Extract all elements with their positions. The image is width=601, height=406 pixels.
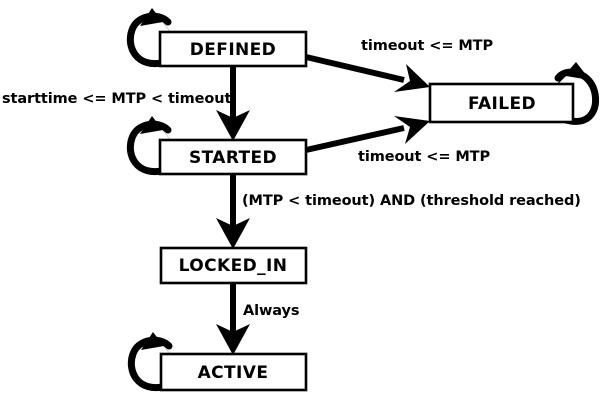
arrowhead-started-self [140, 116, 178, 150]
edge-label-locked-in-to-active: Always [243, 303, 299, 319]
state-label-defined: DEFINED [190, 40, 276, 60]
edge-label-defined-to-failed: timeout <= MTP [361, 38, 493, 54]
arrowhead-started-to-failed [394, 116, 430, 144]
edge-label-started-to-failed: timeout <= MTP [358, 149, 490, 165]
arrowhead-defined-self [140, 8, 178, 42]
edge-label-defined-to-started: starttime <= MTP < timeout [2, 91, 231, 107]
state-box-failed[interactable] [428, 82, 575, 124]
arrowhead-active-self [141, 332, 179, 366]
edge-defined-to-started [216, 66, 250, 141]
state-box-active[interactable] [159, 352, 308, 392]
state-label-failed: FAILED [468, 94, 536, 114]
state-node-defined[interactable]: DEFINED [158, 30, 308, 68]
edge-defined-self-loop [126, 8, 178, 68]
state-node-active[interactable]: ACTIVE [159, 352, 308, 392]
edge-started-self-loop [126, 116, 178, 176]
arrowhead-started-to-locked-in [216, 218, 250, 249]
state-label-started: STARTED [189, 148, 277, 168]
arrowhead-locked-in-to-active [216, 324, 250, 355]
edge-active-self-loop [127, 332, 179, 392]
state-box-started[interactable] [158, 138, 308, 176]
arrowhead-failed-self [548, 62, 590, 94]
state-label-active: ACTIVE [198, 363, 269, 383]
state-box-locked-in[interactable] [159, 246, 308, 285]
state-node-locked-in[interactable]: LOCKED_IN [159, 246, 308, 285]
edge-failed-self-loop [548, 62, 599, 125]
edge-defined-to-failed [305, 54, 430, 92]
edge-locked-in-to-active [216, 283, 250, 355]
edge-started-to-failed [305, 116, 430, 153]
edge-label-started-to-locked-in: (MTP < timeout) AND (threshold reached) [242, 193, 581, 209]
arrowhead-defined-to-started [216, 110, 250, 141]
edge-started-to-locked-in [216, 174, 250, 249]
arrowhead-defined-to-failed [394, 64, 430, 92]
state-node-failed[interactable]: FAILED [428, 82, 575, 124]
state-node-started[interactable]: STARTED [158, 138, 308, 176]
state-label-locked-in: LOCKED_IN [179, 256, 288, 276]
state-box-defined[interactable] [158, 30, 308, 68]
